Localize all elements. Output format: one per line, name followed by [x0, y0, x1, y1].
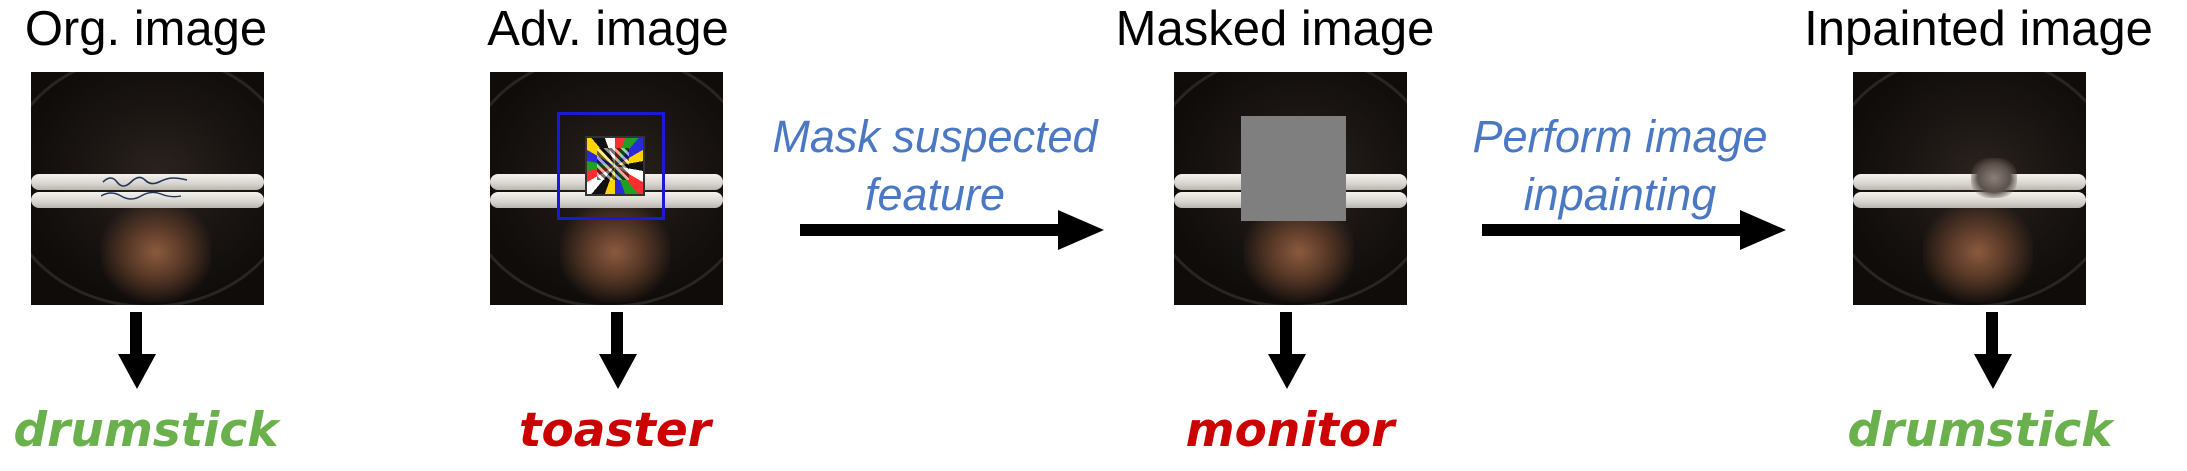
down-arrow-icon: [1974, 312, 2012, 389]
suspected-region-box: [557, 112, 665, 220]
down-arrow-icon: [599, 312, 637, 389]
adversarial-photo: [490, 72, 723, 305]
step-label-inpaint: Perform image inpainting: [1440, 108, 1800, 224]
right-arrow-icon: [1482, 210, 1786, 250]
stage-title-original: Org. image: [24, 2, 268, 56]
step-label-line: Perform image: [1472, 111, 1768, 162]
drum-reflection: [1923, 202, 2033, 302]
step-label-line: inpainting: [1523, 169, 1717, 220]
right-arrow-icon: [800, 210, 1104, 250]
prediction-label-adversarial: toaster: [519, 403, 711, 458]
down-arrow-icon: [118, 312, 156, 389]
stage-title-adversarial: Adv. image: [487, 2, 729, 56]
original-photo: [31, 72, 264, 305]
down-arrow-icon: [1268, 312, 1306, 389]
stage-title-masked: Masked image: [1115, 2, 1435, 56]
step-label-mask: Mask suspected feature: [740, 108, 1130, 224]
handwriting-mark: [101, 176, 188, 200]
stage-title-inpainted: Inpainted image: [1804, 2, 2153, 56]
gray-mask-square: [1241, 116, 1346, 221]
step-label-line: feature: [864, 169, 1006, 220]
drumstick-shape: [1853, 192, 2086, 208]
prediction-label-inpainted: drumstick: [1847, 403, 2113, 458]
masked-photo: [1174, 72, 1407, 305]
step-label-line: Mask suspected: [772, 111, 1098, 162]
inpainted-photo: [1853, 72, 2086, 305]
prediction-label-masked: monitor: [1185, 403, 1395, 458]
drumstick-shape: [1853, 174, 2086, 190]
drumstick-shape: [31, 192, 264, 208]
adversarial-patch: [585, 136, 645, 196]
drum-reflection: [101, 202, 211, 302]
prediction-label-original: drumstick: [13, 403, 279, 458]
inpainted-region: [1971, 158, 2017, 198]
